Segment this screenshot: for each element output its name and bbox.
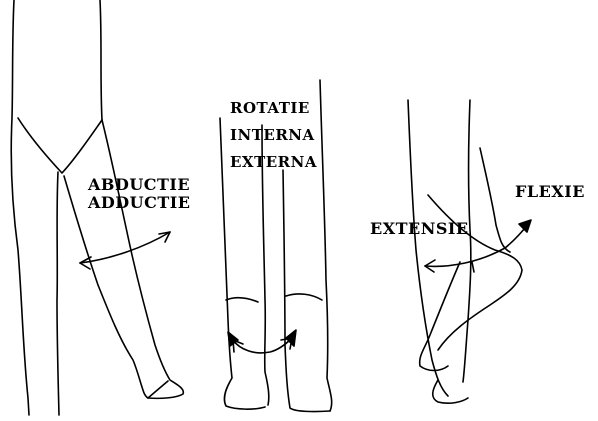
right-leg-outer bbox=[102, 120, 183, 398]
hip-line bbox=[100, 0, 102, 120]
rotation-knee-lines bbox=[226, 294, 322, 302]
rotation-right-leg-inner bbox=[283, 170, 330, 412]
flexion-bent-shin bbox=[480, 148, 510, 252]
flexion-back-leg-back bbox=[463, 100, 471, 382]
flexion-legs-figure bbox=[408, 100, 522, 403]
groin-lines bbox=[18, 118, 102, 173]
flexion-foot bbox=[433, 380, 468, 403]
internal-rotation-label: INTERNA bbox=[230, 126, 315, 144]
left-inner-leg-outline bbox=[57, 172, 59, 415]
flexion-label: FLEXIE bbox=[515, 183, 585, 201]
abduction-label: ABDUCTIE bbox=[88, 176, 190, 194]
abduction-arrow-icon bbox=[80, 232, 170, 269]
left-leg-outline bbox=[11, 0, 29, 415]
flexion-bent-leg-lower bbox=[420, 262, 460, 371]
rotation-label: ROTATIE bbox=[230, 99, 310, 117]
right-foot-detail bbox=[148, 381, 168, 398]
rotation-right-leg-outer bbox=[320, 80, 332, 411]
extension-label: EXTENSIE bbox=[370, 220, 469, 238]
external-rotation-label: EXTERNA bbox=[230, 153, 317, 171]
flexion-back-leg-front bbox=[408, 100, 448, 396]
adduction-label: ADDUCTIE bbox=[88, 194, 190, 212]
